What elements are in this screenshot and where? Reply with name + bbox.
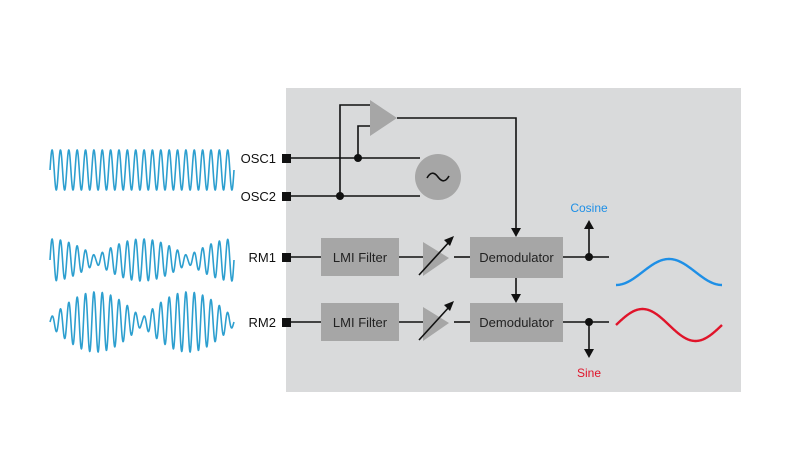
- sine-output-waveform: [615, 307, 723, 343]
- osc1-pin: [282, 154, 291, 163]
- lmi-filter-2-block: [321, 303, 399, 341]
- arrow-head-to-demodulator-1: [511, 228, 521, 237]
- cosine-junction-dot: [585, 253, 593, 261]
- rm1-label: RM1: [249, 250, 276, 265]
- sine-output-arrow-head: [584, 349, 594, 358]
- oscillator-waveform: [49, 148, 235, 192]
- demodulator-1-block: [470, 237, 563, 278]
- osc1-label: OSC1: [241, 151, 276, 166]
- demodulator-2-block: [470, 303, 563, 342]
- rm1-pin: [282, 253, 291, 262]
- demodulator-1-label: Demodulator: [479, 250, 554, 265]
- variable-gain-amplifier-1: [423, 242, 449, 276]
- buffer-amplifier-triangle: [370, 100, 397, 136]
- rm1-modulated-waveform: [49, 238, 235, 282]
- sine-junction-dot: [585, 318, 593, 326]
- lmi-filter-1-label: LMI Filter: [333, 250, 388, 265]
- variable-gain-arrow-1: [418, 240, 451, 276]
- cosine-output-arrow-head: [584, 220, 594, 229]
- variable-gain-amplifier-2: [423, 307, 449, 341]
- lmi-filter-1-block: [321, 238, 399, 276]
- rm2-pin: [282, 318, 291, 327]
- demodulator-2-label: Demodulator: [479, 315, 554, 330]
- osc2-junction-dot: [336, 192, 344, 200]
- osc2-label: OSC2: [241, 189, 276, 204]
- cosine-output-label: Cosine: [570, 201, 608, 215]
- arrow-head-to-demodulator-2: [511, 294, 521, 303]
- rm2-label: RM2: [249, 315, 276, 330]
- osc2-pin: [282, 192, 291, 201]
- variable-gain-arrow-1-head: [444, 236, 454, 246]
- variable-gain-arrow-2-head: [444, 301, 454, 311]
- lmi-filter-2-label: LMI Filter: [333, 315, 388, 330]
- variable-gain-arrow-2: [418, 305, 451, 341]
- cosine-output-waveform: [615, 257, 723, 287]
- rm2-modulated-waveform: [49, 290, 235, 354]
- osc1-junction-dot: [354, 154, 362, 162]
- sine-wave-icon: [426, 172, 450, 182]
- sine-output-label: Sine: [577, 366, 601, 380]
- oscillator-wiring: [291, 104, 517, 229]
